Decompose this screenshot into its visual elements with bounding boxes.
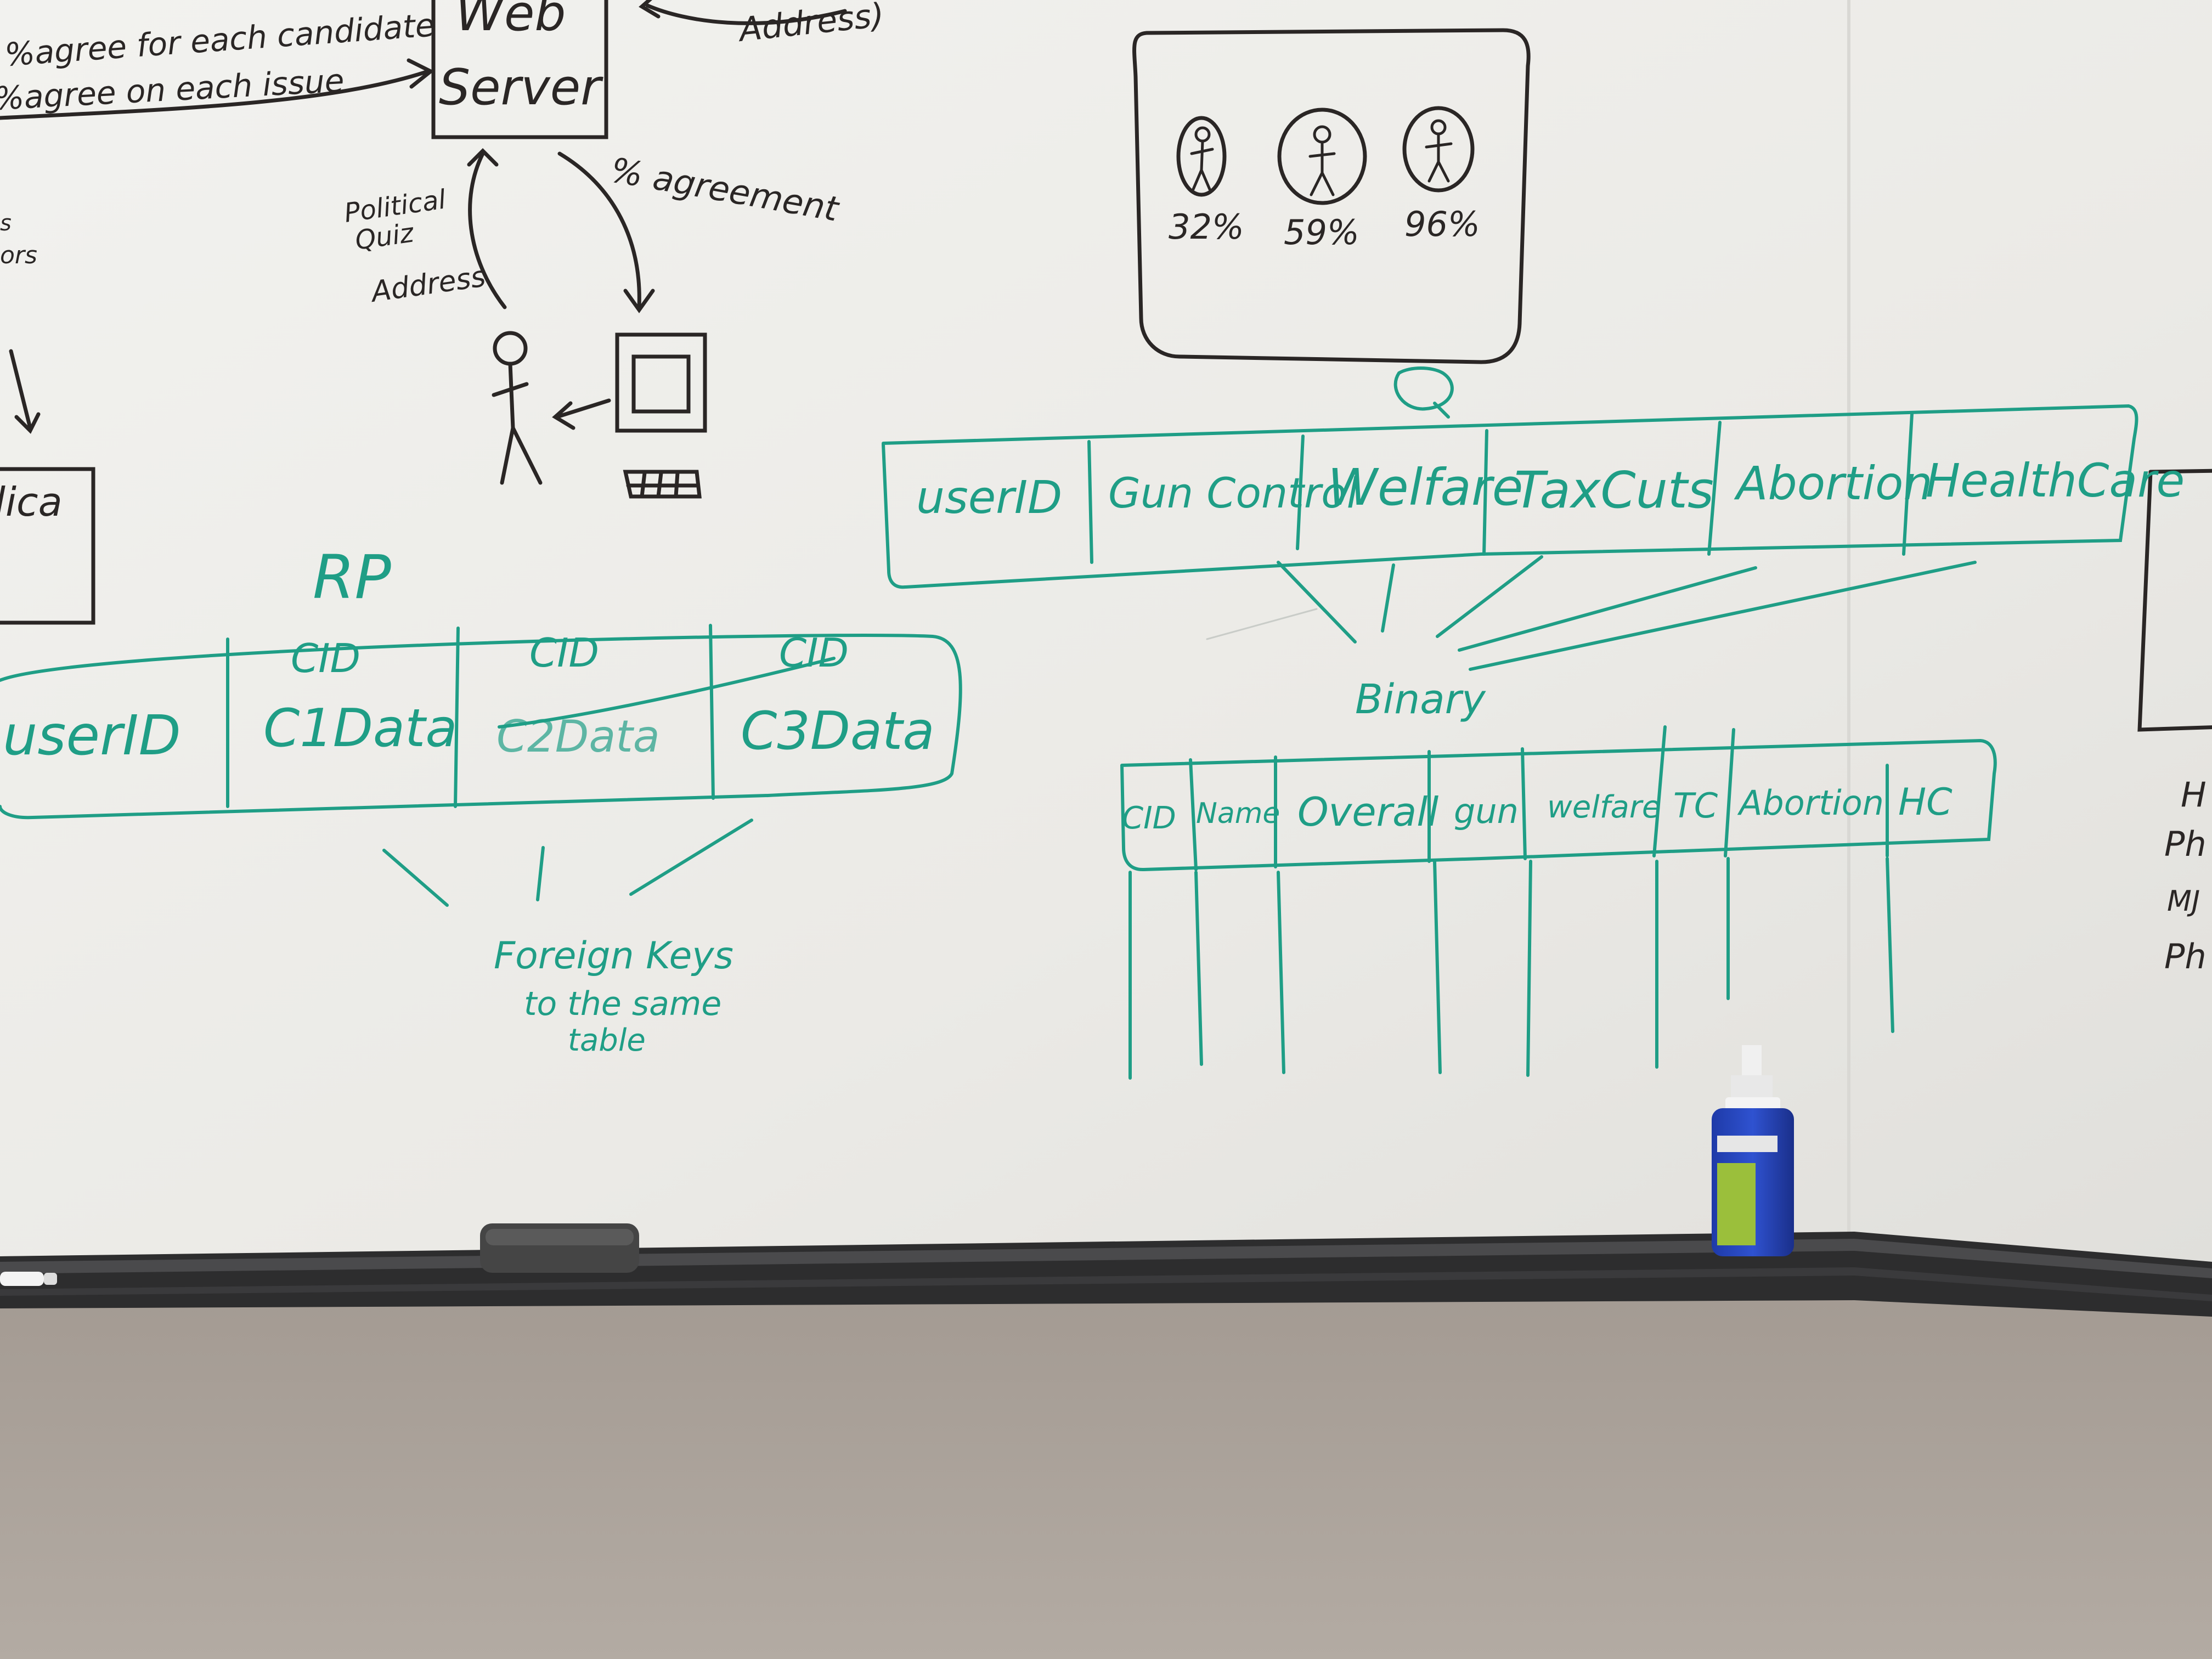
c-field-tc: TC	[1673, 786, 1718, 826]
rp-cid-2: CID	[529, 630, 599, 676]
c-table-outline	[1120, 738, 1997, 872]
foreign-keys-line-2: to the same	[524, 985, 721, 1023]
q-field-userid: userID	[916, 472, 1062, 524]
rp-data-2: C2Data	[496, 711, 660, 762]
stick-figure-icon	[492, 331, 543, 485]
q-field-abortion: Abortion	[1734, 456, 1933, 510]
c-field-abortion: Abortion	[1737, 783, 1884, 823]
wall	[0, 1278, 2212, 1659]
server-label-web: Web	[455, 0, 566, 42]
c-field-name: Name	[1196, 797, 1280, 830]
right-edge-text-3: MJ	[2167, 885, 2200, 918]
computer-icon	[615, 332, 707, 499]
q-table-outline	[882, 404, 2138, 589]
c-field-overall: Overall	[1297, 789, 1438, 835]
server-label-server: Server	[439, 59, 603, 116]
rp-table-outline	[0, 634, 962, 820]
rp-cid-3: CID	[779, 630, 849, 676]
c-field-cid: CID	[1122, 800, 1176, 836]
result-percent-2: 59%	[1284, 212, 1359, 252]
partial-left-text-2: ors	[0, 241, 37, 269]
results-panel	[1132, 28, 1531, 364]
rp-data-1: C1Data	[263, 698, 458, 759]
black-diagram	[0, 0, 2212, 732]
right-edge-text-2: Ph	[2164, 824, 2207, 864]
q-field-taxcuts: TaxCuts	[1514, 461, 1714, 520]
q-field-healthcare: HealthCare	[1926, 454, 2185, 507]
rp-data-3: C3Data	[741, 701, 935, 761]
candidate-avatar-2	[1277, 108, 1367, 205]
eraser	[480, 1223, 639, 1273]
right-edge-text-4: Ph	[2164, 936, 2207, 977]
rp-cell-userid: userID	[3, 703, 181, 768]
result-percent-3: 96%	[1404, 204, 1480, 244]
partial-left-text-1: s	[0, 211, 12, 236]
q-field-welfare: Welfare	[1328, 458, 1523, 517]
foreign-keys-line-3: table	[568, 1023, 646, 1058]
result-percent-1: 32%	[1169, 207, 1244, 247]
candidate-avatar-1	[1176, 116, 1227, 197]
c-field-welfare: welfare	[1547, 789, 1661, 825]
q-field-gun-control: Gun Control	[1108, 469, 1358, 517]
c-field-gun: gun	[1454, 791, 1519, 831]
marker-pen	[0, 1272, 57, 1286]
foreign-keys-line-1: Foreign Keys	[494, 934, 733, 978]
whiteboard	[0, 0, 2212, 1262]
partial-box-label: lica	[0, 479, 63, 525]
c-field-hc: HC	[1898, 781, 1953, 824]
binary-label: Binary	[1355, 676, 1486, 723]
teal-diagram	[0, 366, 2138, 1080]
web-server-box	[431, 0, 608, 139]
rp-title: RP	[313, 542, 391, 612]
candidate-avatar-3	[1402, 106, 1475, 193]
rp-cid-1: CID	[291, 635, 360, 681]
spray-bottle	[1712, 1045, 1794, 1256]
right-edge-text-1: H	[2181, 775, 2207, 815]
